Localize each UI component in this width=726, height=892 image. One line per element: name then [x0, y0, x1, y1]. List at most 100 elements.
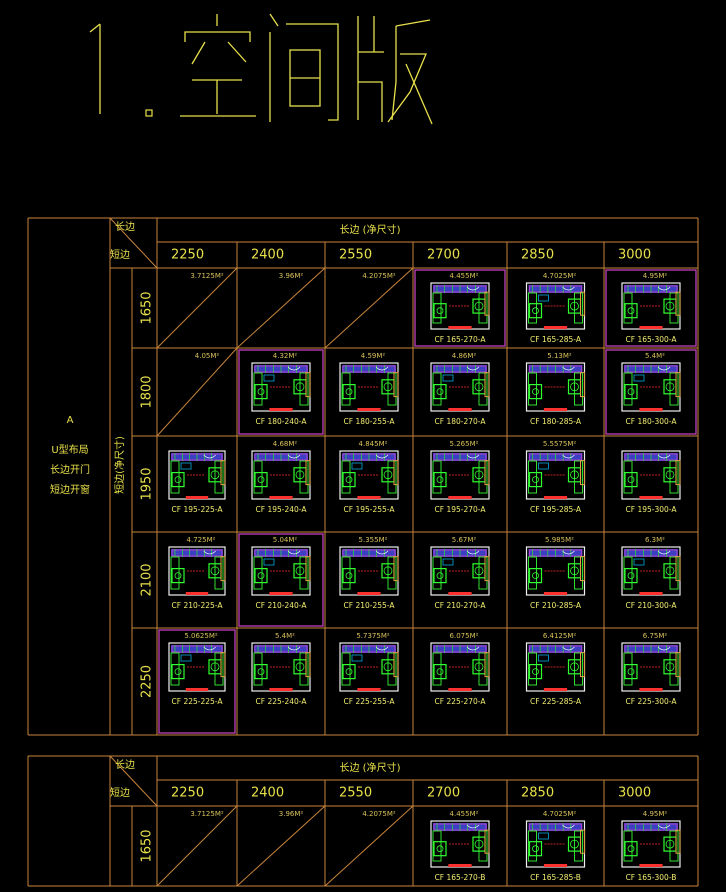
- column-header-2250: 2250: [171, 248, 204, 263]
- kitchen-plan-drawing: [621, 282, 681, 330]
- plan-code: CF 180-300-A: [626, 417, 678, 426]
- table-cell: 6.75M² CF 225-300-A: [621, 632, 681, 706]
- table-cell: 4.95M² CF 165-300-B: [621, 810, 681, 882]
- long-side-header: 长边 (净尺寸): [340, 223, 401, 236]
- table-cell: 6.4125M² CF 225-285-A: [525, 632, 586, 706]
- area-label: 3.96M²: [279, 810, 304, 818]
- column-header-2850: 2850: [521, 248, 554, 263]
- plan-code: CF 165-270-B: [435, 873, 486, 882]
- area-label: 4.95M²: [643, 810, 668, 818]
- kitchen-plan-drawing: [168, 450, 226, 500]
- table-cell: 3.96M²: [236, 805, 326, 887]
- kitchen-plan-drawing: [251, 450, 311, 500]
- table-cell: 5.67M² CF 210-270-A: [430, 536, 490, 610]
- side-label-1: U型布局: [51, 443, 88, 456]
- plan-code: CF 195-300-A: [626, 505, 678, 514]
- plan-code: CF 210-240-A: [256, 601, 308, 610]
- area-label: 3.7125M²: [190, 810, 224, 818]
- side-label-2: 长边开门: [50, 463, 90, 476]
- side-label-3: 短边开窗: [50, 483, 90, 496]
- kitchen-plan-drawing: [339, 362, 399, 412]
- area-label: 5.13M²: [547, 352, 572, 360]
- kitchen-plan-drawing: [621, 820, 681, 868]
- short-side-header: 短边(净尺寸): [113, 436, 126, 494]
- area-label: 5.67M²: [452, 536, 477, 544]
- area-label: 5.4M²: [275, 632, 295, 640]
- table-cell: CF 195-300-A: [621, 450, 681, 514]
- kitchen-plan-drawing: [430, 642, 490, 692]
- row-header-2250: 2250: [140, 665, 155, 698]
- plan-code: CF 180-255-A: [344, 417, 396, 426]
- area-label: 3.96M²: [279, 272, 304, 280]
- area-label: 6.75M²: [643, 632, 668, 640]
- kitchen-plan-drawing: [339, 546, 399, 596]
- kitchen-plan-drawing: [621, 450, 681, 500]
- row-header-1800: 1800: [140, 375, 155, 408]
- area-label: 5.5575M²: [543, 440, 577, 448]
- area-label: 6.075M²: [450, 632, 479, 640]
- table-cell: 3.7125M²: [156, 805, 238, 887]
- kitchen-plan-drawing: [621, 642, 681, 692]
- kitchen-plan-drawing: [430, 450, 490, 500]
- kitchen-plan-drawing: [251, 642, 311, 692]
- plan-code: CF 210-270-A: [435, 601, 487, 610]
- kitchen-plan-drawing: [168, 546, 226, 596]
- column-header-2250: 2250: [171, 786, 204, 801]
- area-label: 6.4125M²: [543, 632, 577, 640]
- plan-code: CF 165-300-B: [626, 873, 677, 882]
- plan-code: CF 225-300-A: [626, 697, 678, 706]
- area-label: 4.95M²: [643, 272, 668, 280]
- column-header-2850: 2850: [521, 786, 554, 801]
- table-cell: CF 195-225-A: [168, 450, 226, 514]
- kitchen-plan-drawing: [251, 546, 311, 596]
- kitchen-plan-drawing: [621, 362, 681, 412]
- kitchen-plan-drawing: [168, 642, 226, 692]
- table-cell: 3.96M²: [236, 267, 326, 349]
- kitchen-plan-drawing: [430, 362, 490, 412]
- plan-code: CF 195-270-A: [435, 505, 487, 514]
- row-header-1650: 1650: [140, 829, 155, 862]
- table-cell: 6.3M² CF 210-300-A: [621, 536, 681, 610]
- kitchen-plan-drawing: [430, 282, 490, 330]
- plan-code: CF 225-285-A: [530, 697, 582, 706]
- table-cell: 5.04M² CF 210-240-A: [238, 533, 324, 627]
- area-label: 4.2075M²: [362, 272, 396, 280]
- area-label: 4.455M²: [450, 810, 479, 818]
- area-label: 4.7025M²: [543, 272, 577, 280]
- area-label: 4.68M²: [273, 440, 298, 448]
- area-label: 4.32M²: [273, 352, 298, 360]
- table-cell: 3.7125M²: [156, 267, 238, 349]
- area-label: 6.3M²: [645, 536, 665, 544]
- area-label: 5.985M²: [545, 536, 574, 544]
- table-cell: 4.05M²: [156, 347, 238, 437]
- area-label: 5.355M²: [359, 536, 388, 544]
- plan-code: CF 210-255-A: [344, 601, 396, 610]
- kitchen-plan-drawing: [251, 362, 311, 412]
- column-header-2550: 2550: [339, 248, 372, 263]
- table-cell: 4.2075M²: [324, 805, 414, 887]
- row-header-1950: 1950: [140, 467, 155, 500]
- plan-code: CF 180-270-A: [435, 417, 487, 426]
- plan-code: CF 180-285-A: [530, 417, 582, 426]
- area-label: 4.05M²: [195, 352, 220, 360]
- column-header-2550: 2550: [339, 786, 372, 801]
- plan-code: CF 210-300-A: [626, 601, 678, 610]
- area-label: 5.0625M²: [184, 632, 218, 640]
- column-header-2700: 2700: [427, 248, 460, 263]
- area-label: 5.04M²: [273, 536, 298, 544]
- plan-code: CF 195-240-A: [256, 505, 308, 514]
- plan-code: CF 195-225-A: [172, 505, 224, 514]
- row-header-2100: 2100: [140, 563, 155, 596]
- area-label: 4.2075M²: [362, 810, 396, 818]
